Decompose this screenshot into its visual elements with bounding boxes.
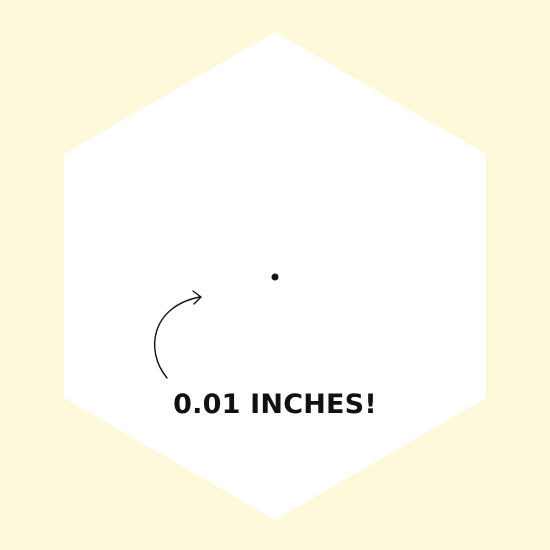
measurement-caption: 0.01 INCHES!	[173, 389, 377, 420]
dot-icon	[271, 273, 279, 281]
arrow-curve	[153, 296, 201, 379]
curved-arrow-icon	[153, 290, 202, 379]
arrow-head	[192, 290, 202, 305]
